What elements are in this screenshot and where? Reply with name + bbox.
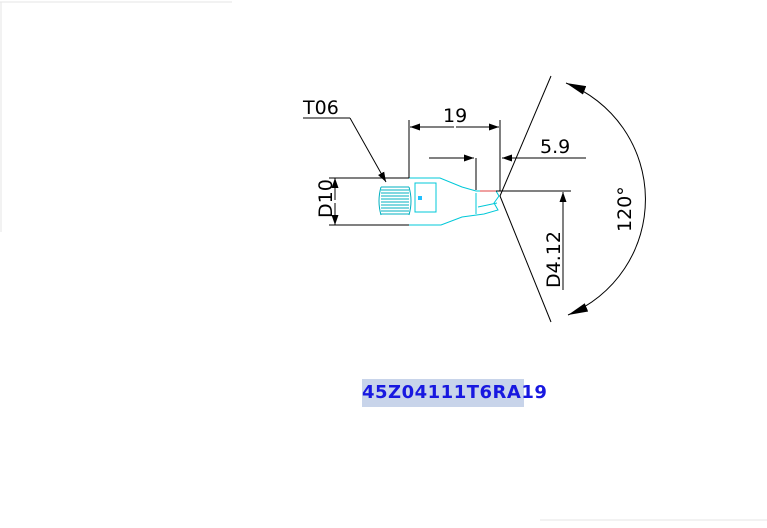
thread-coil xyxy=(378,186,412,216)
shank-dimension xyxy=(329,177,409,226)
angle-dimension xyxy=(499,75,646,323)
shank-diameter-label: D10 xyxy=(315,179,337,218)
tip-dimension xyxy=(496,190,571,290)
tool-body xyxy=(409,177,500,226)
part-code-label: 45Z04111T6RA19 xyxy=(362,379,547,407)
angle-label: 120° xyxy=(614,186,636,232)
tool-leader xyxy=(303,117,387,183)
offset-label: 5.9 xyxy=(540,136,570,158)
center-dot xyxy=(418,196,422,200)
length-dimension xyxy=(408,120,501,191)
tip-diameter-label: D4.12 xyxy=(543,231,565,288)
offset-dimension xyxy=(429,154,586,191)
tool-label: T06 xyxy=(302,97,339,119)
length-label: 19 xyxy=(443,105,467,127)
